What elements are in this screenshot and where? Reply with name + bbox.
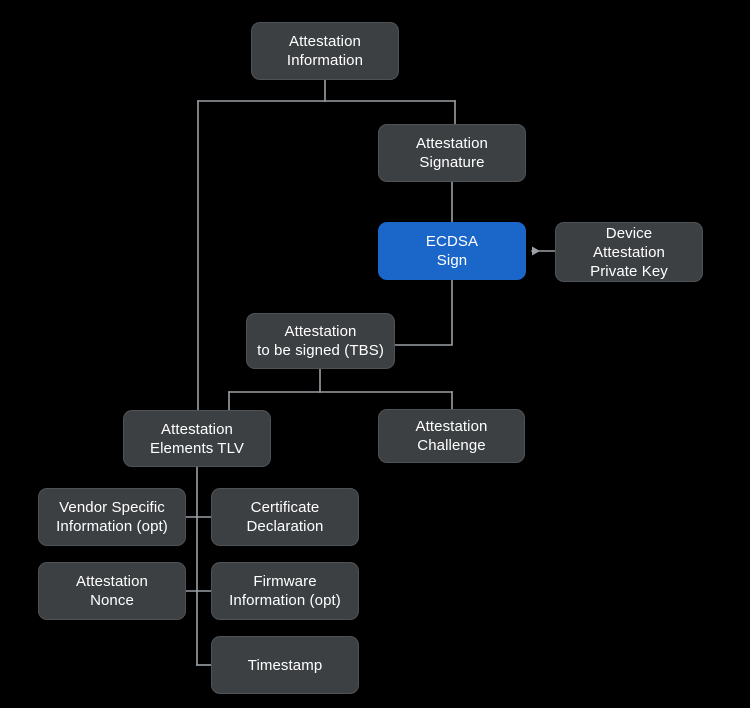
node-attestation-signature-label: Attestation Signature bbox=[416, 135, 488, 171]
node-attestation-nonce[interactable]: Attestation Nonce bbox=[38, 562, 186, 620]
node-attestation-elements-tlv-label: Attestation Elements TLV bbox=[149, 420, 245, 457]
node-vendor-specific-information[interactable]: Vendor Specific Information (opt) bbox=[38, 488, 186, 546]
node-attestation-challenge-label: Attestation Challenge bbox=[415, 418, 488, 454]
node-timestamp[interactable]: Timestamp bbox=[211, 636, 359, 694]
node-certificate-declaration[interactable]: Certificate Declaration bbox=[211, 488, 359, 546]
node-firmware-information-label: Firmware Information (opt) bbox=[229, 573, 341, 609]
node-attestation-information[interactable]: Attestation Information bbox=[251, 22, 399, 80]
node-attestation-elements-tlv[interactable]: Attestation Elements TLV bbox=[123, 410, 271, 467]
node-attestation-nonce-label: Attestation Nonce bbox=[76, 573, 148, 609]
node-certificate-declaration-label: Certificate Declaration bbox=[246, 499, 324, 535]
node-ecdsa-sign[interactable]: ECDSA Sign bbox=[378, 222, 526, 280]
edge-ecdsa-to-tbs bbox=[394, 279, 453, 346]
node-attestation-information-label: Attestation Information bbox=[286, 33, 364, 69]
node-attestation-challenge[interactable]: Attestation Challenge bbox=[378, 409, 525, 463]
node-attestation-tbs-label: Attestation to be signed (TBS) bbox=[257, 323, 384, 359]
node-attestation-tbs[interactable]: Attestation to be signed (TBS) bbox=[246, 313, 395, 369]
node-vendor-specific-information-label: Vendor Specific Information (opt) bbox=[56, 499, 168, 535]
node-attestation-signature[interactable]: Attestation Signature bbox=[378, 124, 526, 182]
node-device-attestation-private-key-label: Device Attestation Private Key bbox=[590, 224, 668, 280]
node-device-attestation-private-key[interactable]: Device Attestation Private Key bbox=[555, 222, 703, 282]
node-firmware-information[interactable]: Firmware Information (opt) bbox=[211, 562, 359, 620]
node-timestamp-label: Timestamp bbox=[247, 656, 323, 674]
node-ecdsa-sign-label: ECDSA Sign bbox=[425, 233, 479, 269]
